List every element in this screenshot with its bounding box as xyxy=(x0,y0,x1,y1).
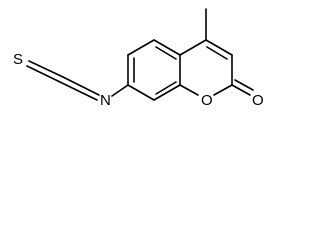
bond-c2-o-carbonyl-b xyxy=(234,79,254,91)
bond-o1-c8a xyxy=(179,84,199,96)
bond-c-s-b xyxy=(28,60,64,78)
bond-c-s-a xyxy=(26,65,61,83)
bond-c8a-c8 xyxy=(153,84,181,101)
structure-canvas: S N O O xyxy=(0,0,293,131)
bond-c8-c7 xyxy=(127,84,155,101)
bond-c4-c3-inner xyxy=(206,46,228,60)
molecule-diagram: S N O O xyxy=(13,8,264,109)
bond-c2-o1 xyxy=(213,84,233,96)
bond-n-c-a xyxy=(59,81,98,101)
bond-c2-o-carbonyl-a xyxy=(231,84,251,96)
atom-label-s: S xyxy=(13,51,23,68)
bond-c5-c4a xyxy=(153,39,181,56)
bond-c4-c3 xyxy=(205,39,233,56)
bond-c6-c5 xyxy=(127,39,155,56)
bond-c4a-c4 xyxy=(179,39,207,56)
bond-n-c-b xyxy=(62,76,100,96)
atom-labels: S N O O xyxy=(13,51,264,109)
atom-label-n: N xyxy=(100,92,111,109)
bond-c5-c4a-inner xyxy=(155,46,177,60)
atom-label-o-ring: O xyxy=(201,92,213,109)
atom-label-o-carbonyl: O xyxy=(252,92,264,109)
bond-c8a-c8-inner xyxy=(155,81,177,95)
bond-lines xyxy=(26,8,254,101)
bond-c7-n xyxy=(111,84,129,97)
